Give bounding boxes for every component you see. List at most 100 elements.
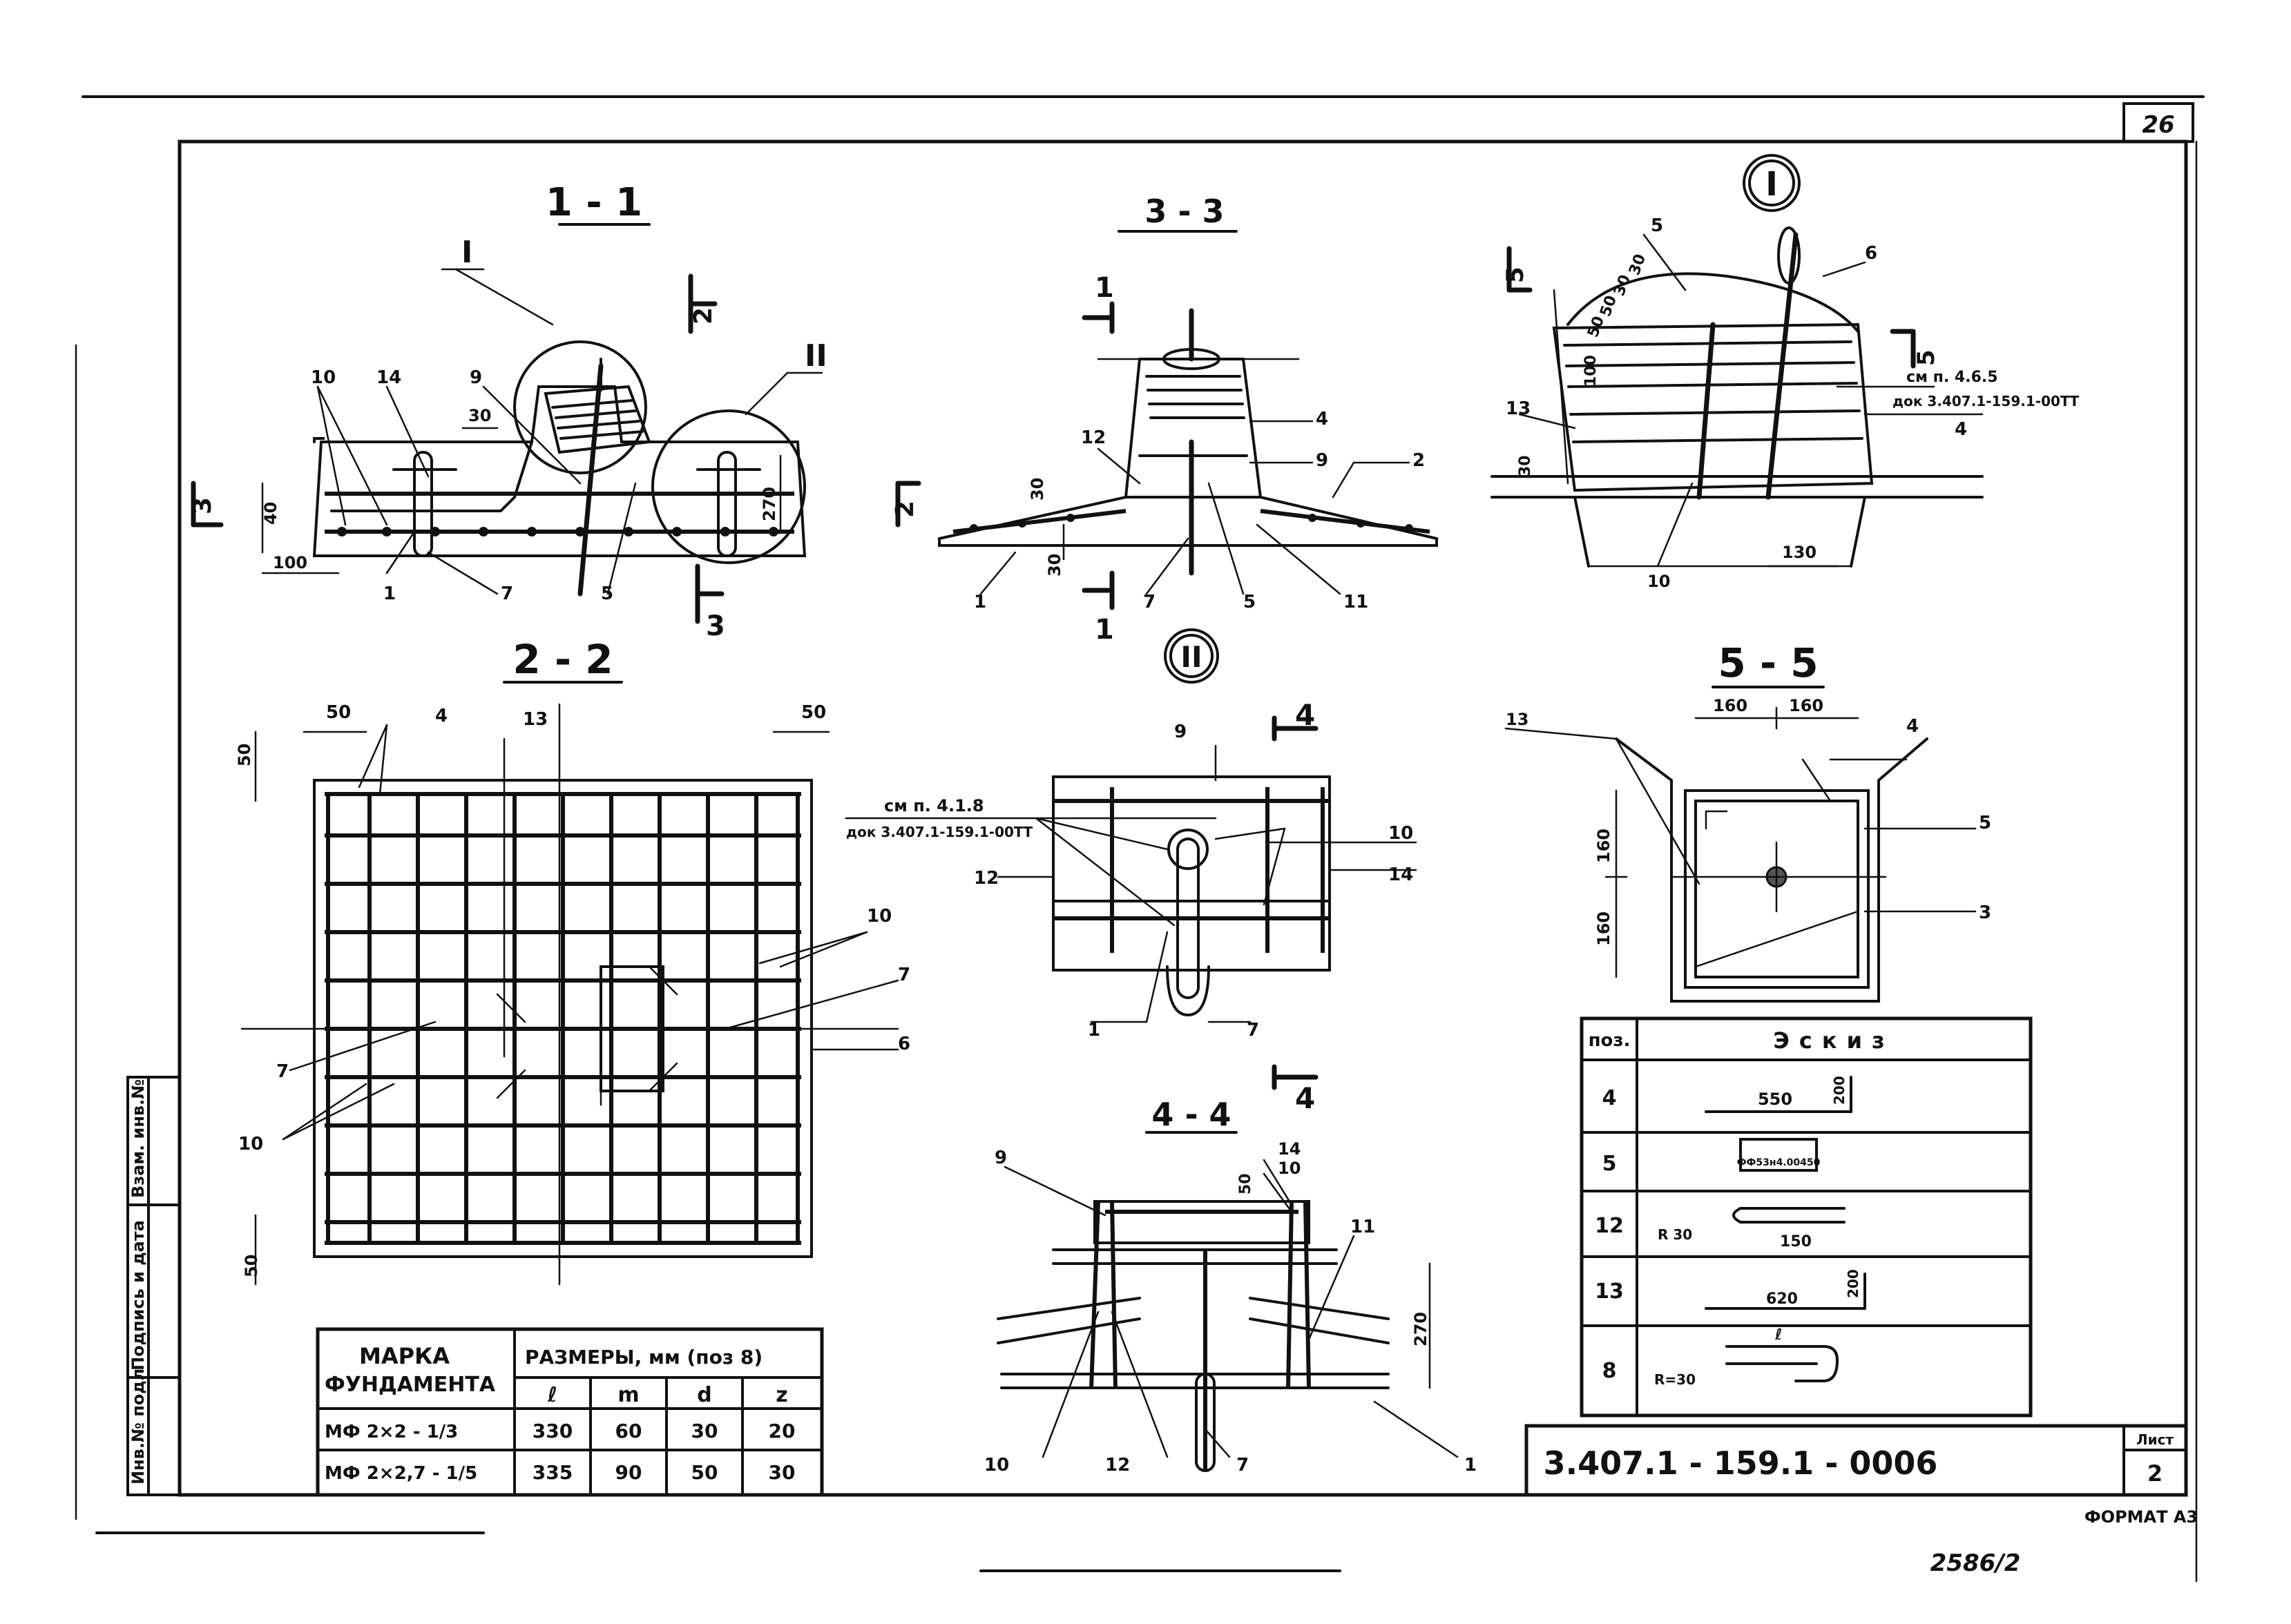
s55-dim-160d: 160 bbox=[1594, 911, 1613, 946]
node-I-title: I bbox=[1765, 165, 1778, 204]
node-I-dim-50: 50 bbox=[1597, 293, 1620, 319]
node-I-ref-2: док 3.407.1-159.1-00ТТ bbox=[1892, 393, 2080, 409]
s55-label-3: 3 bbox=[1979, 902, 1991, 923]
s22-label-6: 6 bbox=[898, 1034, 910, 1054]
sketch-row-8-pos: 8 bbox=[1602, 1359, 1617, 1383]
size-table-row1-m: 60 bbox=[615, 1420, 642, 1442]
s22-dim-50d: 50 bbox=[242, 1255, 261, 1277]
node-II-label-9: 9 bbox=[1174, 722, 1187, 742]
s33-cut-1: 1 bbox=[1095, 272, 1114, 304]
node-II-label-12: 12 bbox=[974, 868, 999, 889]
sketch-row-5-pos: 5 bbox=[1602, 1152, 1617, 1176]
drawing-designation: 3.407.1 - 159.1 - 0006 bbox=[1544, 1444, 1938, 1482]
s55-label-5: 5 bbox=[1979, 813, 1991, 833]
node-I: I 5 6 30 50 50 30 bbox=[1490, 154, 2080, 591]
size-table-row2-l: 335 bbox=[533, 1461, 573, 1484]
inventory-note: 2586/2 bbox=[1930, 1549, 2021, 1577]
sketch-row-12-dim2: 150 bbox=[1780, 1233, 1812, 1250]
sketch-row-8-dim1: R=30 bbox=[1654, 1371, 1696, 1388]
sketch-row-12-pos: 12 bbox=[1595, 1214, 1624, 1238]
s44-label-1: 1 bbox=[1464, 1455, 1477, 1476]
size-table-mark-header-1: МАРКА bbox=[359, 1343, 450, 1369]
s11-cut-3: 3 bbox=[706, 610, 725, 642]
s55-label-4: 4 bbox=[1906, 716, 1919, 737]
side-stamp: Инв.№ подл Подпись и дата Взам. инв.№ bbox=[126, 1076, 181, 1496]
sheet-format: ФОРМАТ А3 bbox=[2084, 1507, 2198, 1527]
s44-dim-50: 50 bbox=[1237, 1173, 1254, 1195]
s33-label-9: 9 bbox=[1316, 450, 1328, 471]
node-II-label-14: 14 bbox=[1388, 864, 1413, 885]
s33-label-4: 4 bbox=[1316, 409, 1328, 429]
title-block: 3.407.1 - 159.1 - 0006 Лист 2 ФОРМАТ А3 … bbox=[1524, 1424, 2198, 1577]
node-II-label-7: 7 bbox=[1247, 1020, 1259, 1041]
node-I-ref-1: см п. 4.6.5 bbox=[1906, 369, 1998, 386]
s11-cut-3b: 3 bbox=[189, 497, 217, 514]
size-table-col-z: z bbox=[776, 1383, 787, 1407]
node-I-dim-30b: 30 bbox=[1626, 252, 1649, 278]
node-II-ref-1: см п. 4.1.8 bbox=[884, 796, 984, 815]
s11-label-9: 9 bbox=[470, 367, 482, 388]
section-4-4: 4 - 4 9 14 50 10 11 270 10 12 7 bbox=[984, 1096, 1477, 1476]
s55-dim-160a: 160 bbox=[1713, 696, 1747, 715]
sketch-table: поз. Эскиз 4 550 200 5 ФФ53н4.00450 12 R… bbox=[1580, 1016, 2033, 1418]
s33-cut-1b: 1 bbox=[1095, 614, 1114, 646]
node-II-label-1: 1 bbox=[1088, 1020, 1100, 1041]
s11-label-1: 1 bbox=[383, 583, 396, 604]
node-II: II 9 см п. 4.1.8 док 3.407.1-159.1-00ТТ … bbox=[845, 628, 1417, 1115]
page-number: 26 bbox=[2142, 111, 2174, 139]
s33-cut-2: 2 bbox=[891, 501, 919, 518]
s33-dim-30b: 30 bbox=[1045, 554, 1064, 577]
s22-dim-50b: 50 bbox=[801, 702, 826, 723]
s33-label-5: 5 bbox=[1243, 592, 1256, 612]
s11-label-I: I bbox=[461, 235, 472, 270]
node-I-dim-50b: 50 bbox=[1584, 314, 1608, 340]
s44-label-7: 7 bbox=[1236, 1455, 1249, 1476]
node-II-cut-4b: 4 bbox=[1295, 1081, 1315, 1115]
s44-label-11: 11 bbox=[1350, 1217, 1375, 1237]
s33-dim-30: 30 bbox=[1028, 478, 1047, 501]
sketch-row-5-dim1: ФФ53н4.00450 bbox=[1737, 1157, 1821, 1168]
node-I-dim-100: 100 bbox=[1582, 355, 1600, 387]
sketch-row-13-dim1: 620 bbox=[1766, 1290, 1798, 1308]
size-table-row2-mark: МФ 2×2,7 - 1/5 bbox=[325, 1463, 477, 1484]
size-table-row1-z: 20 bbox=[769, 1420, 796, 1442]
s11-label-7: 7 bbox=[501, 583, 513, 604]
node-I-label-5: 5 bbox=[1651, 215, 1663, 236]
s44-label-12: 12 bbox=[1105, 1455, 1130, 1476]
section-3-3: 3 - 3 1 bbox=[891, 193, 1438, 646]
size-table-sizes-header: РАЗМЕРЫ, мм (поз 8) bbox=[525, 1346, 763, 1369]
size-table: МАРКА ФУНДАМЕНТА РАЗМЕРЫ, мм (поз 8) ℓ m… bbox=[316, 1327, 824, 1497]
sketch-row-13-dim2: 200 bbox=[1845, 1269, 1861, 1298]
s33-label-1: 1 bbox=[974, 592, 986, 612]
node-I-cut-5: 5 bbox=[1502, 267, 1529, 283]
size-table-row1-l: 330 bbox=[533, 1420, 573, 1442]
s44-label-10: 10 bbox=[1278, 1159, 1301, 1178]
section-5-5-title: 5 - 5 bbox=[1718, 639, 1818, 686]
s22-label-13: 13 bbox=[523, 709, 548, 730]
section-4-4-title: 4 - 4 bbox=[1151, 1096, 1231, 1133]
node-II-title: II bbox=[1180, 640, 1202, 674]
s11-dim-30: 30 bbox=[468, 406, 491, 425]
section-1-1: 1 - 1 bbox=[189, 180, 827, 642]
sheet-number: 2 bbox=[2147, 1460, 2163, 1487]
node-I-dim-130: 130 bbox=[1782, 543, 1816, 562]
s44-label-14: 14 bbox=[1278, 1139, 1301, 1159]
s11-label-II: II bbox=[805, 338, 827, 374]
node-I-dim-30: 30 bbox=[1611, 273, 1634, 298]
sketch-row-8-dim2: ℓ bbox=[1774, 1326, 1782, 1344]
section-3-3-title: 3 - 3 bbox=[1144, 193, 1224, 230]
sketch-row-4-dim2: 200 bbox=[1831, 1076, 1848, 1105]
size-table-row2-d: 50 bbox=[691, 1461, 718, 1484]
s44-label-10b: 10 bbox=[984, 1455, 1009, 1476]
stamp-replace-label: Взам. инв.№ bbox=[128, 1079, 148, 1198]
plan-grid bbox=[325, 792, 801, 1245]
s22-label-7b: 7 bbox=[276, 1061, 289, 1082]
s44-label-9: 9 bbox=[995, 1148, 1007, 1168]
node-I-label-6: 6 bbox=[1865, 243, 1877, 264]
node-I-label-10: 10 bbox=[1647, 572, 1670, 591]
stamp-inv-label: Инв.№ подл bbox=[128, 1369, 148, 1485]
size-table-col-d: d bbox=[697, 1383, 711, 1407]
s22-label-7: 7 bbox=[898, 965, 910, 985]
node-I-label-13: 13 bbox=[1506, 398, 1531, 419]
s33-label-12: 12 bbox=[1081, 427, 1106, 448]
